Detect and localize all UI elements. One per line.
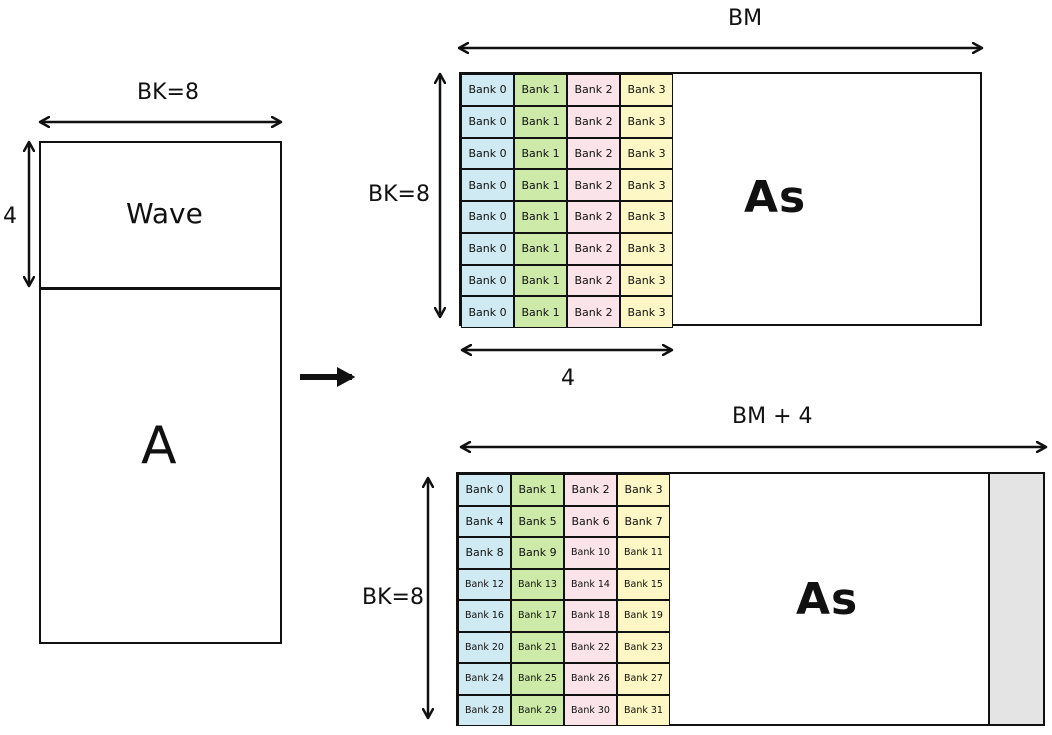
bottom-bank-cell: Bank 11 xyxy=(617,537,670,569)
top-bm-label: BM xyxy=(728,6,763,31)
top-bank-cell: Bank 0 xyxy=(461,201,514,233)
bottom-bank-cell: Bank 12 xyxy=(458,568,511,600)
top-tile-label: As xyxy=(744,172,807,223)
top-bank-cell: Bank 1 xyxy=(514,137,567,170)
top-bank-cell: Bank 2 xyxy=(567,264,620,297)
top-bank-cell: Bank 2 xyxy=(567,201,620,233)
bottom-bank-cell: Bank 23 xyxy=(617,631,670,663)
bottom-bank-cell: Bank 15 xyxy=(617,568,670,600)
bottom-bank-cell: Bank 7 xyxy=(617,505,670,537)
bottom-bank-cell: Bank 26 xyxy=(564,663,617,695)
top-bank-cell: Bank 2 xyxy=(567,232,620,265)
top-bank-cell: Bank 3 xyxy=(620,264,673,297)
matrix-a-label: A xyxy=(141,416,177,476)
top-bank-cell: Bank 3 xyxy=(620,74,673,106)
top-bank-cell: Bank 2 xyxy=(567,74,620,106)
bottom-bank-cell: Bank 2 xyxy=(564,474,617,506)
top-bank-cell: Bank 1 xyxy=(514,201,567,233)
bottom-bank-cell: Bank 9 xyxy=(511,537,564,569)
top-bank-cell: Bank 0 xyxy=(461,169,514,201)
wave-divider xyxy=(39,287,282,290)
top-bank-cell: Bank 3 xyxy=(620,137,673,170)
top-bank-cell: Bank 1 xyxy=(514,105,567,138)
bottom-bm-label: BM + 4 xyxy=(732,404,813,429)
bottom-bank-cell: Bank 24 xyxy=(458,663,511,695)
bottom-bank-cell: Bank 20 xyxy=(458,631,511,663)
top-bk-label: BK=8 xyxy=(368,182,430,207)
top-bank-cell: Bank 1 xyxy=(514,264,567,297)
bottom-bank-cell: Bank 29 xyxy=(511,694,564,726)
top-bank-cell: Bank 1 xyxy=(514,169,567,201)
top-bank-cell: Bank 3 xyxy=(620,105,673,138)
top-bank-cell: Bank 3 xyxy=(620,201,673,233)
bottom-bank-cell: Bank 30 xyxy=(564,694,617,726)
top-bank-cell: Bank 1 xyxy=(514,74,567,106)
bottom-bk-label: BK=8 xyxy=(362,585,424,610)
top-bank-cell: Bank 0 xyxy=(461,137,514,170)
top-bank-cell: Bank 2 xyxy=(567,137,620,170)
bottom-bank-cell: Bank 4 xyxy=(458,505,511,537)
bottom-bank-cell: Bank 25 xyxy=(511,663,564,695)
top-bank-cell: Bank 0 xyxy=(461,296,514,328)
bottom-bank-cell: Bank 16 xyxy=(458,600,511,632)
bottom-bank-cell: Bank 5 xyxy=(511,505,564,537)
top-bank-cell: Bank 0 xyxy=(461,232,514,265)
top-bank-cell: Bank 0 xyxy=(461,105,514,138)
bottom-bank-cell: Bank 1 xyxy=(511,474,564,506)
top-width-label: 4 xyxy=(561,366,575,391)
bottom-bank-cell: Bank 31 xyxy=(617,694,670,726)
bottom-bank-cell: Bank 19 xyxy=(617,600,670,632)
bottom-bank-cell: Bank 10 xyxy=(564,537,617,569)
top-bank-cell: Bank 2 xyxy=(567,169,620,201)
bottom-bank-cell: Bank 22 xyxy=(564,631,617,663)
bottom-bank-cell: Bank 27 xyxy=(617,663,670,695)
top-bank-cell: Bank 3 xyxy=(620,232,673,265)
bottom-bank-cell: Bank 13 xyxy=(511,568,564,600)
bottom-bank-cell: Bank 21 xyxy=(511,631,564,663)
bottom-bank-cell: Bank 6 xyxy=(564,505,617,537)
top-bank-cell: Bank 1 xyxy=(514,232,567,265)
top-bank-cell: Bank 0 xyxy=(461,74,514,106)
bottom-bank-cell: Bank 0 xyxy=(458,474,511,506)
bottom-bank-cell: Bank 3 xyxy=(617,474,670,506)
wave-label: Wave xyxy=(126,197,203,230)
top-bank-cell: Bank 0 xyxy=(461,264,514,297)
bottom-bank-cell: Bank 17 xyxy=(511,600,564,632)
bottom-bank-cell: Bank 14 xyxy=(564,568,617,600)
top-bank-cell: Bank 2 xyxy=(567,105,620,138)
matrix-a xyxy=(39,141,282,644)
bottom-bank-cell: Bank 28 xyxy=(458,694,511,726)
left-bk-label: BK=8 xyxy=(137,80,199,105)
bottom-bank-cell: Bank 8 xyxy=(458,537,511,569)
top-bank-cell: Bank 3 xyxy=(620,296,673,328)
wave-height-label: 4 xyxy=(3,204,17,229)
top-bank-cell: Bank 1 xyxy=(514,296,567,328)
bottom-tile-label: As xyxy=(796,574,859,625)
bottom-bank-cell: Bank 18 xyxy=(564,600,617,632)
padding-column xyxy=(988,474,1043,724)
top-bank-cell: Bank 3 xyxy=(620,169,673,201)
top-bank-cell: Bank 2 xyxy=(567,296,620,328)
